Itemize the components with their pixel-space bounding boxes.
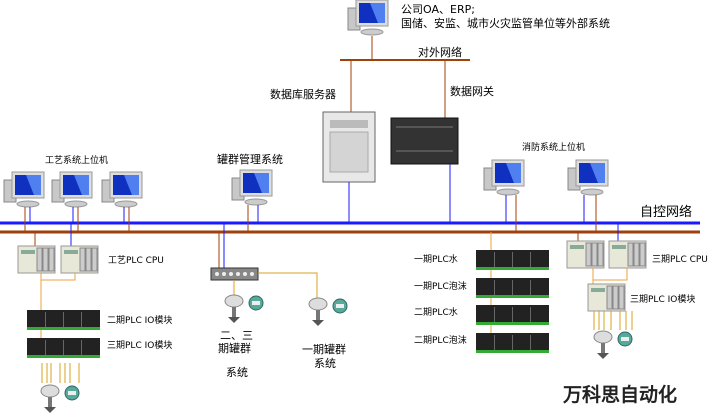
- fire-pc-icon: [483, 159, 525, 196]
- watermark-logo: 万科思自动化: [562, 383, 677, 406]
- phase3-plc-io-label: 三期PLC IO模块: [630, 293, 695, 305]
- phase1-tank-label: 一期罐群: [302, 342, 346, 356]
- phase3-io-module-icon: [27, 338, 100, 358]
- phase3-plc-cpu-label: 三期PLC CPU: [652, 254, 708, 265]
- tank-mgmt-pc-icon: [231, 169, 273, 206]
- tank-sensor-icon: [224, 294, 264, 324]
- phase23-tank-label-2: 期罐群: [218, 341, 251, 355]
- phase2-io-module-icon: [27, 310, 100, 330]
- process-plc-cpu-icon: [60, 245, 99, 274]
- network-switch-icon: [210, 267, 259, 281]
- control-network-label: 自控网络: [640, 204, 692, 220]
- p1-plc-foam-icon: [476, 278, 549, 298]
- p1-plc-water-icon: [476, 250, 549, 270]
- p2-plc-foam-icon: [476, 333, 549, 353]
- data-gateway-label: 数据网关: [450, 84, 494, 98]
- p2-plc-water-icon: [476, 305, 549, 325]
- phase23-tank-label-3: 系统: [226, 366, 248, 379]
- p1-plc-water-label: 一期PLC水: [414, 253, 458, 265]
- fire-hosts-label: 消防系统上位机: [522, 141, 585, 153]
- data-gateway-icon: [390, 117, 459, 165]
- field-instrument-icon: [40, 384, 80, 414]
- process-pc-icon: [3, 171, 45, 208]
- phase23-tank-label: 二、三: [220, 329, 253, 342]
- external-pc-icon: [347, 0, 389, 36]
- phase3-plc-cpu-icon: [608, 240, 647, 269]
- tank-sensor-icon: [308, 297, 348, 327]
- external-network-label: 对外网络: [418, 45, 462, 59]
- process-plc-cpu-label: 工艺PLC CPU: [108, 255, 164, 266]
- process-plc-cpu-icon: [17, 245, 56, 274]
- field-instrument-icon: [593, 330, 633, 360]
- process-pc-icon: [51, 171, 93, 208]
- process-hosts-label: 工艺系统上位机: [45, 154, 108, 166]
- external-systems-label-2: 国储、安监、城市火灾监管单位等外部系统: [401, 16, 610, 30]
- db-server-label: 数据库服务器: [270, 87, 336, 101]
- fire-pc-icon: [567, 159, 609, 196]
- phase3-plc-cpu-icon: [566, 240, 605, 269]
- p1-plc-foam-label: 一期PLC泡沫: [414, 280, 467, 292]
- phase3-plc-io-icon: [587, 283, 626, 312]
- tank-mgmt-label: 罐群管理系统: [217, 152, 283, 166]
- phase2-io-label: 二期PLC IO模块: [107, 314, 172, 326]
- external-systems-label: 公司OA、ERP;: [401, 3, 475, 16]
- p2-plc-water-label: 二期PLC水: [414, 306, 458, 318]
- phase1-tank-label-2: 系统: [314, 357, 336, 370]
- p2-plc-foam-label: 二期PLC泡沫: [414, 334, 467, 346]
- process-pc-icon: [101, 171, 143, 208]
- phase3-io-label: 三期PLC IO模块: [107, 339, 172, 351]
- db-server-icon: [322, 111, 376, 183]
